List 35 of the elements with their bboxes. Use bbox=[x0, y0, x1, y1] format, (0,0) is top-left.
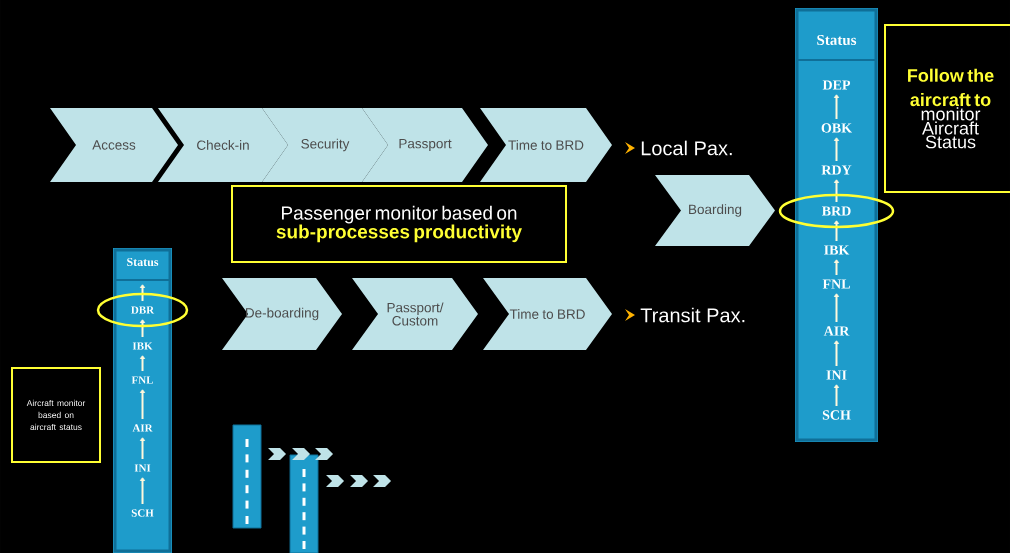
pax-label: Transit Pax. bbox=[640, 307, 745, 323]
status-code: FNL bbox=[822, 279, 850, 289]
process-step: Check-in bbox=[158, 108, 288, 182]
status-code: DBR bbox=[131, 306, 155, 314]
node-label: Security bbox=[301, 138, 350, 152]
status-code: FNL bbox=[131, 376, 154, 384]
process-step: Access bbox=[50, 108, 178, 182]
process-step: Security bbox=[262, 108, 388, 182]
process-step: Boarding bbox=[655, 175, 775, 246]
status-code: IBK bbox=[824, 245, 850, 255]
status-code: RDY bbox=[821, 165, 852, 175]
note-box: Aircraft monitor based on aircraft status bbox=[11, 367, 101, 463]
process-step: Passport/ Custom bbox=[352, 278, 478, 350]
process-step: Time to BRD bbox=[480, 108, 612, 182]
status-code: BRD bbox=[821, 206, 851, 216]
node-label: Passport bbox=[399, 138, 452, 152]
note-box: Passenger monitor based on sub-processes productivity bbox=[231, 185, 567, 263]
process-step: Passport bbox=[362, 108, 488, 182]
status-code: INI bbox=[826, 370, 847, 380]
status-code: AIR bbox=[132, 424, 153, 432]
node-label: Access bbox=[92, 140, 136, 150]
process-step: De-boarding bbox=[222, 278, 342, 350]
note-box: Follow the aircraft to monitor Aircraft Status bbox=[884, 24, 1010, 193]
pax-label: Local Pax. bbox=[641, 140, 732, 156]
status-code: DEP bbox=[822, 80, 851, 90]
status-code: INI bbox=[134, 464, 151, 472]
status-code: AIR bbox=[823, 326, 850, 336]
status-code: SCH bbox=[822, 410, 851, 420]
panel-heading: Status bbox=[817, 34, 857, 46]
status-code: IBK bbox=[132, 342, 153, 350]
process-step: Time to BRD bbox=[483, 278, 612, 350]
node-label: Check-in bbox=[197, 140, 249, 150]
status-code: SCH bbox=[131, 509, 154, 517]
status-code: OBK bbox=[821, 123, 852, 133]
panel-heading: Status bbox=[127, 257, 159, 267]
